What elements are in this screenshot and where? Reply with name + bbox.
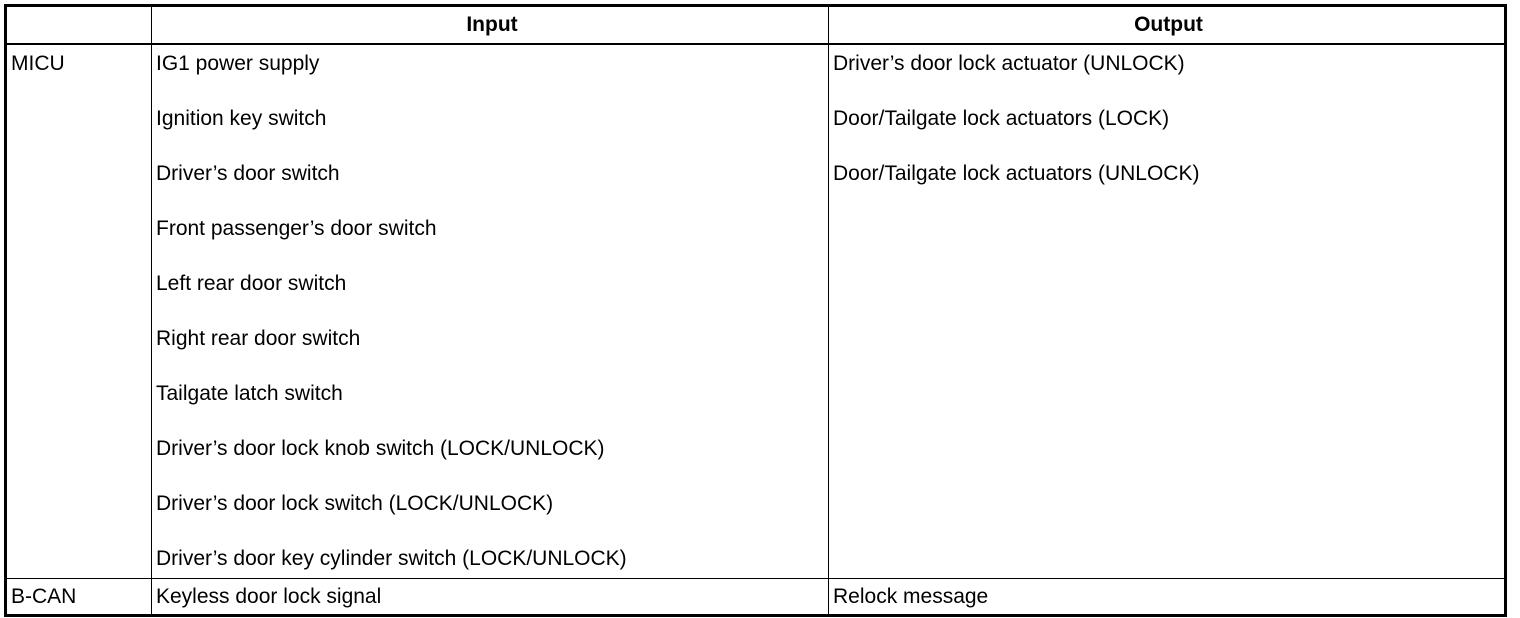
input-item: Driver’s door switch — [156, 162, 340, 185]
output-item: Relock message — [833, 585, 989, 608]
input-cell: Keyless door lock signal — [151, 578, 829, 616]
output-item: Door/Tailgate lock actuators (UNLOCK) — [833, 162, 1200, 185]
table-row-bcan: B-CAN Keyless door lock signal Relock me… — [5, 578, 1506, 616]
io-table: Input Output MICU IG1 power supply Ignit… — [4, 4, 1507, 617]
row-label-text: B-CAN — [11, 585, 77, 608]
input-item: Left rear door switch — [156, 272, 347, 295]
input-item: Front passenger’s door switch — [156, 217, 437, 240]
input-cell: IG1 power supply Ignition key switch Dri… — [151, 43, 829, 579]
row-label: MICU — [5, 43, 152, 579]
row-label-text: MICU — [11, 52, 65, 75]
input-item: Driver’s door lock knob switch (LOCK/UNL… — [156, 437, 605, 460]
header-row: Input Output — [5, 5, 1506, 45]
input-item: Right rear door switch — [156, 327, 361, 350]
input-item: Ignition key switch — [156, 107, 327, 130]
input-item: IG1 power supply — [156, 52, 320, 75]
output-cell: Driver’s door lock actuator (UNLOCK) Doo… — [828, 43, 1506, 579]
header-output: Output — [828, 5, 1506, 45]
output-item: Driver’s door lock actuator (UNLOCK) — [833, 52, 1185, 75]
input-item: Driver’s door lock switch (LOCK/UNLOCK) — [156, 492, 554, 515]
table-row-micu: MICU IG1 power supply Ignition key switc… — [5, 43, 1506, 579]
header-input: Input — [151, 5, 829, 45]
output-item: Door/Tailgate lock actuators (LOCK) — [833, 107, 1170, 130]
input-item: Tailgate latch switch — [156, 382, 343, 405]
input-item: Driver’s door key cylinder switch (LOCK/… — [156, 547, 627, 570]
header-blank — [5, 5, 152, 45]
input-item: Keyless door lock signal — [156, 585, 382, 608]
output-cell: Relock message — [828, 578, 1506, 616]
row-label: B-CAN — [5, 578, 152, 616]
